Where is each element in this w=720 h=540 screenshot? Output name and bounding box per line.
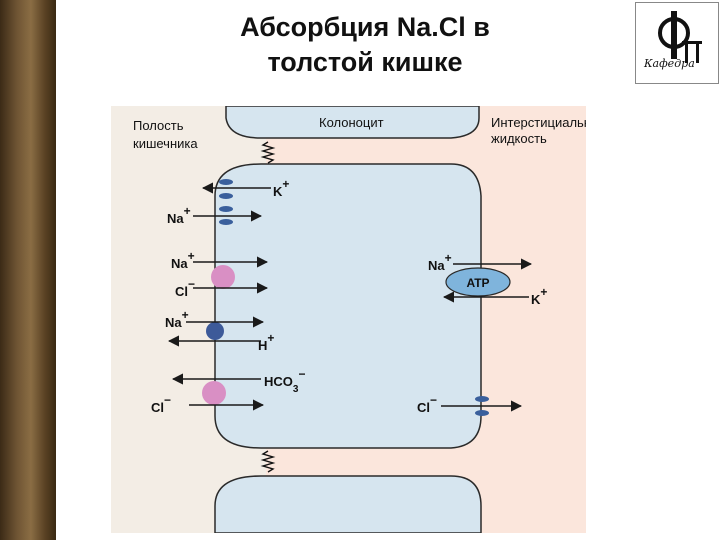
basolateral-cl-channel-bottom (475, 410, 489, 416)
interstitial-label-2: жидкость (491, 131, 547, 146)
tight-junction-top (260, 141, 276, 164)
department-logo: Кафедра (635, 2, 719, 84)
lumen-label: Полость (133, 118, 184, 133)
k-pump-ion: K+ (531, 285, 547, 307)
tight-junction-bottom (260, 450, 276, 473)
apical-k-channel-bottom (219, 193, 233, 199)
upper-cell (225, 106, 480, 139)
lumen-label-2: кишечника (133, 136, 198, 151)
apical-na-channel-top (219, 206, 233, 212)
cl-antiport-ion: Cl− (151, 393, 171, 415)
decorative-colon-strip (0, 0, 56, 540)
na-channel-ion: Na+ (167, 204, 191, 226)
cl-symport-ion: Cl− (175, 277, 195, 299)
logo-pi-leg-right (696, 41, 699, 63)
logo-caption: Кафедра (643, 57, 695, 70)
logo-phi-stem (671, 11, 677, 59)
lower-cell (214, 475, 482, 533)
nacl-absorption-diagram: Полость кишечника Колоноцит Интерстициал… (111, 106, 586, 533)
interstitial-label: Интерстициальная (491, 115, 586, 130)
apical-na-channel-bottom (219, 219, 233, 225)
na-k-atpase-pump (445, 267, 511, 297)
na-antiport-ion: Na+ (165, 308, 189, 330)
na-cl-cotransporter (211, 265, 235, 289)
colonocyte-label: Колоноцит (319, 115, 384, 130)
na-h-exchanger (206, 322, 224, 340)
atp-label: ATP (466, 276, 489, 290)
cl-basal-ion: Cl− (417, 393, 437, 415)
colonocyte (214, 163, 482, 449)
k-apical-ion: K+ (273, 177, 289, 199)
na-symport-ion: Na+ (171, 249, 195, 271)
slide-title: Абсорбция Na.Cl в толстой кишке (130, 10, 600, 80)
title-line-1: Абсорбция Na.Cl в (240, 12, 490, 42)
h-antiport-ion: H+ (258, 331, 274, 353)
title-line-2: толстой кишке (267, 47, 463, 77)
logo-pi-bar (682, 41, 702, 44)
basolateral-cl-channel-top (475, 396, 489, 402)
cl-hco3-exchanger (202, 381, 226, 405)
apical-k-channel-top (219, 179, 233, 185)
hco3-ion: HCO3− (264, 367, 305, 395)
logo-pi-leg-left (685, 41, 688, 63)
na-pump-ion: Na+ (428, 251, 452, 273)
